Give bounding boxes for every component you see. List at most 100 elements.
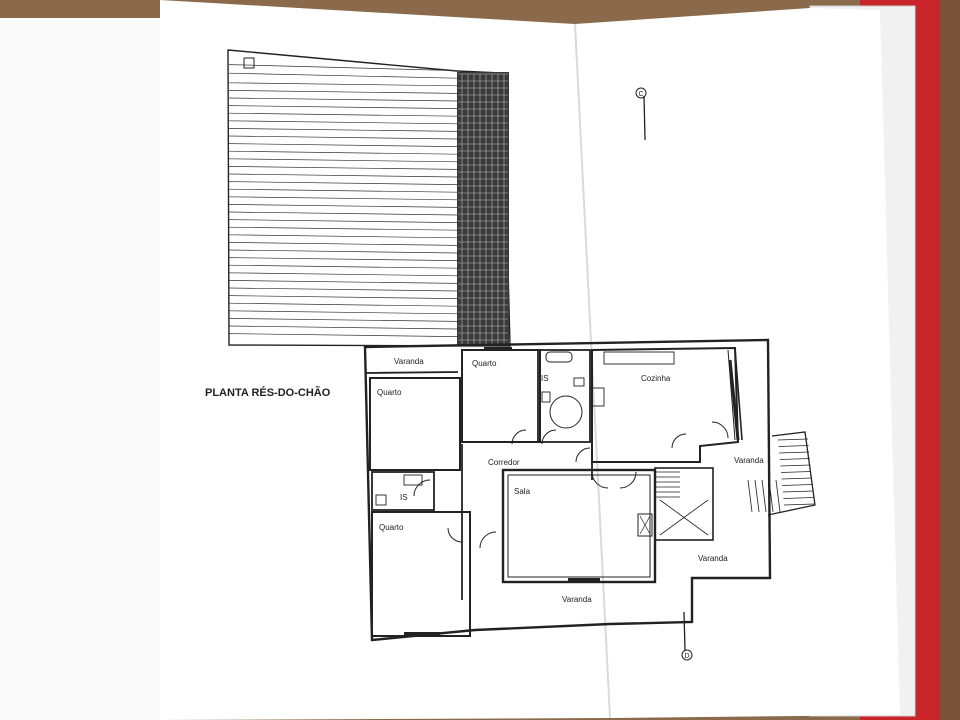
label-varanda-top: Varanda: [394, 357, 424, 366]
drawing-line: [783, 503, 815, 506]
label-is-left: IS: [400, 493, 408, 502]
drawing-line: [228, 287, 458, 292]
label-quarto-bottom: Quarto: [379, 523, 404, 532]
round-table: [549, 395, 583, 429]
roof-plan: [227, 49, 511, 348]
floor-plan: [363, 338, 816, 642]
drawing-line: [782, 490, 813, 493]
label-quarto-left: Quarto: [377, 388, 402, 397]
drawing-line: [228, 158, 458, 163]
door-swing: [575, 447, 591, 463]
drawing-line: [228, 135, 458, 140]
door-swing: [711, 421, 729, 439]
drawing-line: [228, 120, 458, 125]
room-quarto-left: [369, 377, 461, 471]
room-is-left: [371, 471, 435, 511]
exterior-stair-outline: [767, 431, 816, 516]
label-cozinha: Cozinha: [641, 374, 671, 383]
wall: [364, 371, 459, 374]
drawing-line: [228, 219, 458, 223]
counter: [603, 351, 675, 365]
drawing-line: [228, 166, 458, 170]
binder-edge: [940, 0, 960, 720]
door-swing: [619, 471, 637, 489]
label-is-top: IS: [541, 374, 549, 383]
drawing-line: [228, 264, 458, 269]
drawing-line: [768, 479, 774, 513]
drawing-line: [228, 150, 458, 155]
sink: [541, 391, 551, 403]
fireplace: [637, 513, 653, 537]
label-sala: Sala: [514, 487, 531, 496]
drawing-line: [228, 318, 458, 322]
room-labels: Varanda Quarto IS Cozinha Quarto Corredo…: [377, 357, 764, 604]
drawing-line: [228, 196, 458, 201]
stair-core-steps: [655, 471, 680, 498]
drawing-line: [754, 479, 760, 513]
door-swing: [671, 433, 687, 449]
drawing-line: [228, 72, 458, 79]
drawing-line: [228, 128, 458, 132]
label-varanda-bottom: Varanda: [562, 595, 592, 604]
drawing-line: [228, 257, 458, 261]
door-swing: [447, 527, 463, 543]
toilet: [573, 377, 585, 387]
drawing-line: [228, 97, 458, 102]
drawing-title: PLANTA RÉS-DO-CHÃO: [205, 386, 331, 399]
drawing-line: [228, 295, 458, 299]
drawing-line: [228, 333, 458, 337]
roof-tile-pattern: [457, 72, 509, 345]
drawing-line: [780, 464, 811, 467]
label-varanda-right: Varanda: [734, 456, 764, 465]
drawing-line: [228, 325, 458, 330]
drawing-line: [778, 445, 809, 447]
drawing-line: [228, 280, 458, 284]
left-page: [0, 18, 165, 720]
drawing-line: [761, 479, 767, 513]
roof-hatch: [458, 73, 508, 348]
drawing-line: [779, 458, 810, 460]
door-swing: [511, 429, 527, 445]
exterior-stair: [747, 438, 815, 513]
drawing-line: [228, 242, 458, 246]
drawing-line: [781, 477, 812, 480]
drawing-line: [777, 438, 809, 441]
drawing-line: [228, 90, 458, 94]
drawing-line: [228, 234, 458, 239]
window: [728, 359, 740, 441]
drawing-line: [228, 82, 458, 87]
section-mark-d-label: D: [684, 653, 689, 660]
section-mark-d: D: [681, 611, 693, 661]
roof-vent: [243, 57, 255, 69]
section-mark-c: C: [635, 87, 647, 141]
drawing-line: [228, 310, 458, 315]
drawing-line: [775, 479, 781, 513]
drawing-line: [228, 204, 458, 208]
stair-core: [654, 467, 714, 541]
stair-diagonal: [659, 499, 709, 536]
drawing-line: [228, 143, 458, 147]
drawing-line: [228, 105, 458, 109]
drawing-line: [228, 302, 458, 307]
drawing-line: [228, 249, 458, 254]
door-swing: [541, 429, 557, 445]
label-quarto-top: Quarto: [472, 359, 497, 368]
section-mark-c-label: C: [638, 91, 643, 98]
drawing-line: [779, 451, 810, 454]
drawing-line: [782, 484, 813, 486]
door-swing: [591, 471, 609, 489]
label-corredor: Corredor: [488, 458, 520, 467]
sala-inner: [507, 474, 651, 578]
drawing-line: [780, 471, 812, 473]
drawing-line: [228, 188, 458, 193]
drawing-line: [783, 497, 814, 499]
label-varanda-mid: Varanda: [698, 554, 728, 563]
sink-left: [403, 474, 423, 486]
drawing-line: [228, 211, 458, 216]
stove: [589, 387, 605, 407]
drawing-line: [228, 272, 458, 277]
door-swing: [479, 531, 497, 549]
bathtub: [545, 351, 573, 363]
drawing-line: [747, 479, 753, 513]
drawing-line: [228, 112, 458, 117]
